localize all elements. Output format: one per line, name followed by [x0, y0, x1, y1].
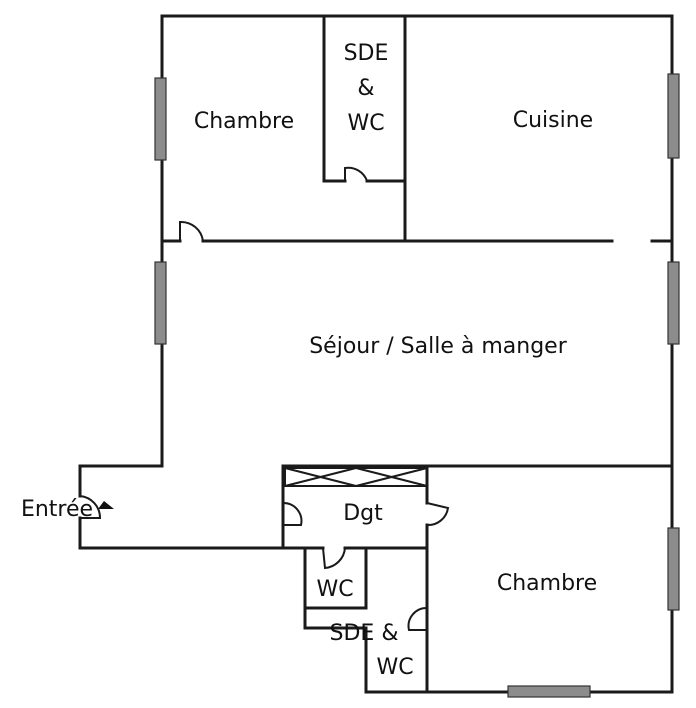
door-chambre-top — [179, 220, 204, 242]
door-dgt-west — [282, 501, 303, 526]
label-entree: Entrée — [21, 497, 93, 522]
exterior-wall-west-upper — [78, 14, 164, 498]
window-cuisine-east — [667, 73, 680, 159]
door-dgt-east — [426, 502, 450, 527]
window-sejour-east — [667, 261, 680, 345]
exterior-wall-east-lower — [303, 464, 674, 694]
window-sejour-west — [154, 261, 167, 345]
doors — [79, 166, 450, 631]
exterior-wall-entry-south — [78, 516, 307, 550]
window-chambre-east — [667, 527, 680, 611]
room-labels: Chambre SDE & WC Cuisine Séjour / Salle … — [21, 41, 597, 680]
label-sejour: Séjour / Salle à manger — [309, 334, 567, 359]
window-chambre-south — [507, 685, 591, 698]
label-wc: WC — [316, 577, 353, 602]
label-sde-wc-1-line1: SDE — [344, 41, 389, 66]
cupboard — [284, 467, 428, 487]
door-entree — [79, 495, 102, 519]
label-sde-wc-2-line1: SDE & — [330, 621, 399, 646]
label-sde-wc-2-line2: WC — [376, 655, 413, 680]
window-chambre-west — [154, 77, 167, 161]
door-sde-wc-bottom — [407, 606, 428, 631]
label-dgt: Dgt — [343, 501, 383, 526]
door-sde-wc-top — [344, 166, 368, 182]
entry-arrow-icon — [98, 501, 114, 509]
windows — [154, 73, 680, 698]
label-chambre-1: Chambre — [194, 109, 294, 134]
door-wc — [322, 547, 346, 570]
label-sde-wc-1-line3: WC — [347, 111, 384, 136]
label-cuisine: Cuisine — [513, 108, 593, 133]
label-chambre-2: Chambre — [497, 571, 597, 596]
label-sde-wc-1-line2: & — [357, 76, 374, 101]
